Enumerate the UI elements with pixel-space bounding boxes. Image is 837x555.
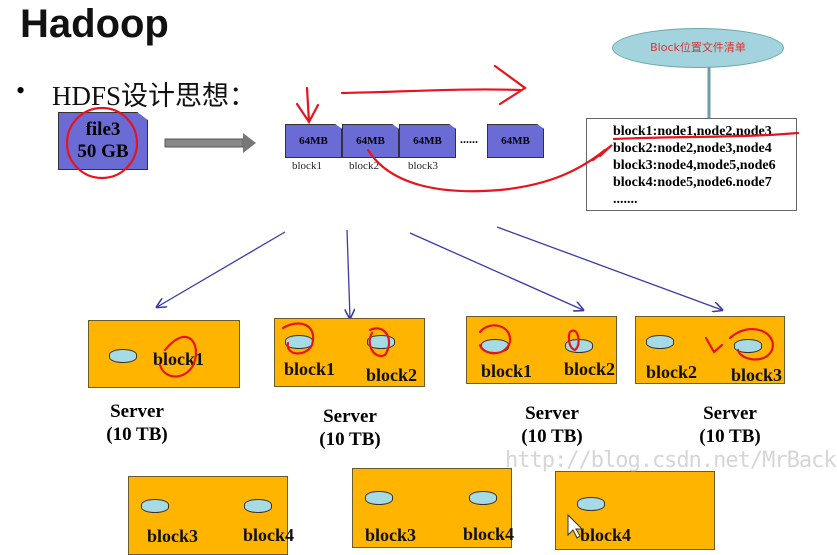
block-box: 64MB [285, 124, 342, 158]
server-box: block1 [88, 320, 240, 388]
disk-icon [734, 339, 762, 353]
server-capacity: (10 TB) [106, 424, 168, 445]
annotation-arrow-right [340, 64, 527, 106]
block-label: block4 [243, 525, 295, 545]
annotation-circle [704, 328, 774, 361]
server-name: Server [110, 401, 164, 422]
annotation-circle [368, 327, 391, 358]
block-box: 64MB [487, 124, 544, 158]
block-label: block2 [349, 160, 379, 172]
server-capacity: (10 TB) [699, 426, 761, 447]
block-label: block1 [481, 361, 533, 381]
server-box: block3 block4 [352, 468, 515, 548]
annotation-circle [478, 324, 512, 355]
arrow-to-server-3 [409, 232, 583, 310]
big-arrow [164, 133, 256, 153]
disk-icon [244, 499, 272, 513]
disk-icon [646, 335, 674, 349]
ellipsis: ...... [460, 132, 478, 146]
list-item: block3:node4,mode5,node6 [613, 158, 776, 173]
watermark: http://blog.csdn.net/MrBack [505, 448, 837, 473]
disk-icon [577, 497, 605, 511]
block-box: 64MB [399, 124, 456, 158]
annotation-circle [158, 335, 198, 378]
disk-icon [365, 491, 393, 505]
disk-icon [109, 349, 137, 363]
slide-title: Hadoop [20, 2, 169, 46]
server-capacity: (10 TB) [521, 426, 583, 447]
mouse-cursor-icon [567, 513, 584, 539]
server-name: Server [703, 403, 757, 424]
bullet-dot: • [16, 76, 26, 105]
block-label: block1 [292, 160, 322, 172]
block-label: block1 [284, 359, 336, 379]
block-label: block4 [463, 524, 515, 544]
annotation-underline [612, 131, 800, 141]
block-label: block3 [147, 526, 199, 546]
file-size: 50 GB [77, 141, 129, 162]
arrow-to-server-2 [347, 229, 350, 318]
arrow-to-server-1 [157, 231, 286, 307]
block-label: block3 [731, 365, 783, 385]
list-item: ....... [613, 192, 638, 207]
annotation-circle [567, 329, 580, 352]
block-label: block2 [646, 362, 698, 382]
server-box: block3 block4 [128, 476, 294, 555]
server-label: Server(10 TB) [92, 400, 182, 446]
annotation-arrow-down [295, 86, 320, 125]
disk-icon [469, 491, 497, 505]
file-name: file3 [85, 119, 121, 140]
list-item: block4:node5,node6.node7 [613, 175, 772, 190]
block-label: block2 [366, 365, 418, 385]
block-label: block4 [580, 525, 632, 545]
block-label: block3 [408, 160, 438, 172]
list-item: block2:node2,node3,node4 [613, 141, 772, 156]
callout-ellipse: Block位置文件清单 [612, 28, 784, 68]
disk-icon [141, 499, 169, 513]
server-name: Server [525, 403, 579, 424]
annotation-circle [281, 322, 315, 355]
server-capacity: (10 TB) [319, 429, 381, 450]
server-label: Server(10 TB) [507, 402, 597, 448]
server-box: block4 [555, 471, 715, 550]
bullet-text: HDFS设计思想： [52, 81, 257, 111]
arrow-to-server-4 [496, 226, 722, 310]
server-name: Server [323, 406, 377, 427]
annotation-circle [65, 106, 139, 180]
server-label: Server(10 TB) [305, 405, 395, 451]
block-label: block1 [153, 349, 205, 369]
server-box: block2 block3 [635, 316, 785, 385]
annotation-curve-arrow [366, 144, 613, 193]
server-box: block1 block2 [466, 316, 617, 384]
block-label: block3 [365, 525, 417, 545]
server-box: block1 block2 [274, 318, 425, 387]
block-label: block2 [564, 359, 616, 379]
server-label: Server(10 TB) [685, 402, 775, 448]
